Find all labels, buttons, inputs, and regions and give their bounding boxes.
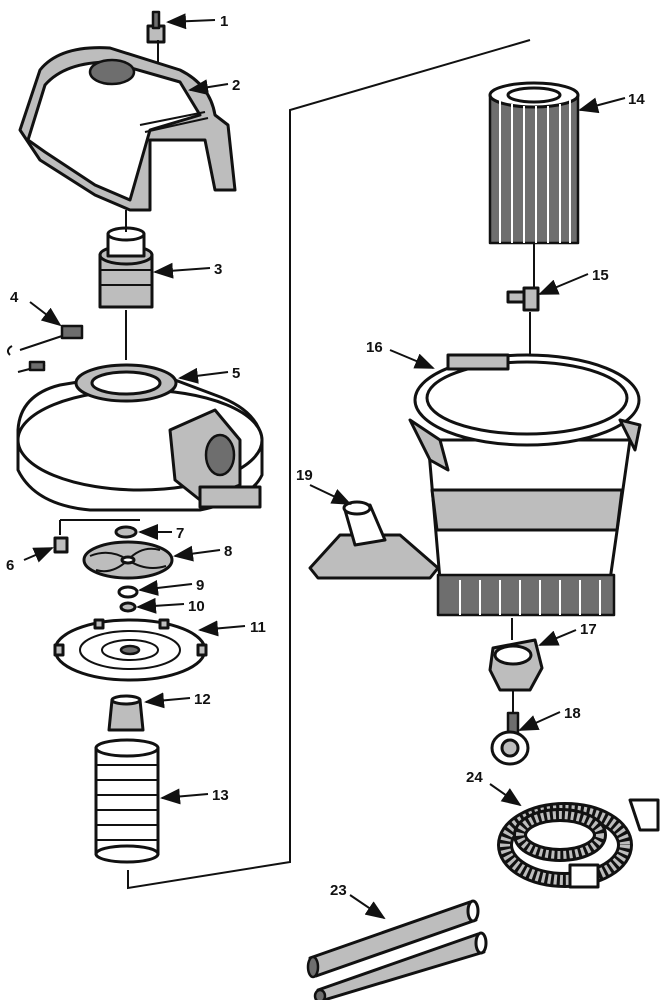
callout-label-7: 7 [176, 525, 184, 542]
callout-labels: 1 2 3 4 5 6 7 8 9 10 11 12 13 14 15 16 1… [6, 13, 645, 899]
drum-part [408, 353, 642, 640]
caster-base-part [488, 638, 544, 715]
caster-part [490, 711, 530, 766]
callout-label-5: 5 [232, 365, 240, 382]
callout-label-6: 6 [6, 557, 14, 574]
callout-label-17: 17 [580, 621, 597, 638]
callout-label-10: 10 [188, 598, 205, 615]
callout-label-4: 4 [10, 289, 19, 306]
nut-part [114, 525, 138, 539]
callout-label-8: 8 [224, 543, 232, 560]
filter-retainer-part [506, 286, 540, 370]
callout-label-15: 15 [592, 267, 609, 284]
cartridge-filter-part [488, 81, 580, 290]
callout-label-14: 14 [628, 91, 645, 108]
motor-cover-part [18, 46, 237, 212]
motor-part [98, 210, 154, 360]
screw-part [53, 536, 69, 554]
callout-label-19: 19 [296, 467, 313, 484]
callout-arrows [23, 13, 626, 920]
motor-head-base-part [16, 363, 264, 535]
callout-label-1: 1 [220, 13, 228, 30]
utility-nozzle-part [308, 500, 440, 580]
power-cord-part [6, 324, 84, 373]
impeller-part [82, 540, 174, 580]
callout-label-12: 12 [194, 691, 211, 708]
callout-label-24: 24 [466, 769, 483, 786]
filter-plate-part [53, 618, 208, 682]
callout-label-23: 23 [330, 882, 347, 899]
callout-label-3: 3 [214, 261, 222, 278]
spacer-part [119, 601, 137, 613]
callout-label-9: 9 [196, 577, 204, 594]
washer-part [117, 585, 139, 599]
callout-label-18: 18 [564, 705, 581, 722]
callout-label-2: 2 [232, 77, 240, 94]
callout-label-11: 11 [250, 619, 266, 636]
float-cage-part [94, 738, 160, 864]
extension-wands-part [306, 899, 488, 1000]
callout-label-13: 13 [212, 787, 229, 804]
assembly-guide-line [127, 39, 531, 890]
callout-label-16: 16 [366, 339, 383, 356]
hose-part [497, 798, 660, 889]
